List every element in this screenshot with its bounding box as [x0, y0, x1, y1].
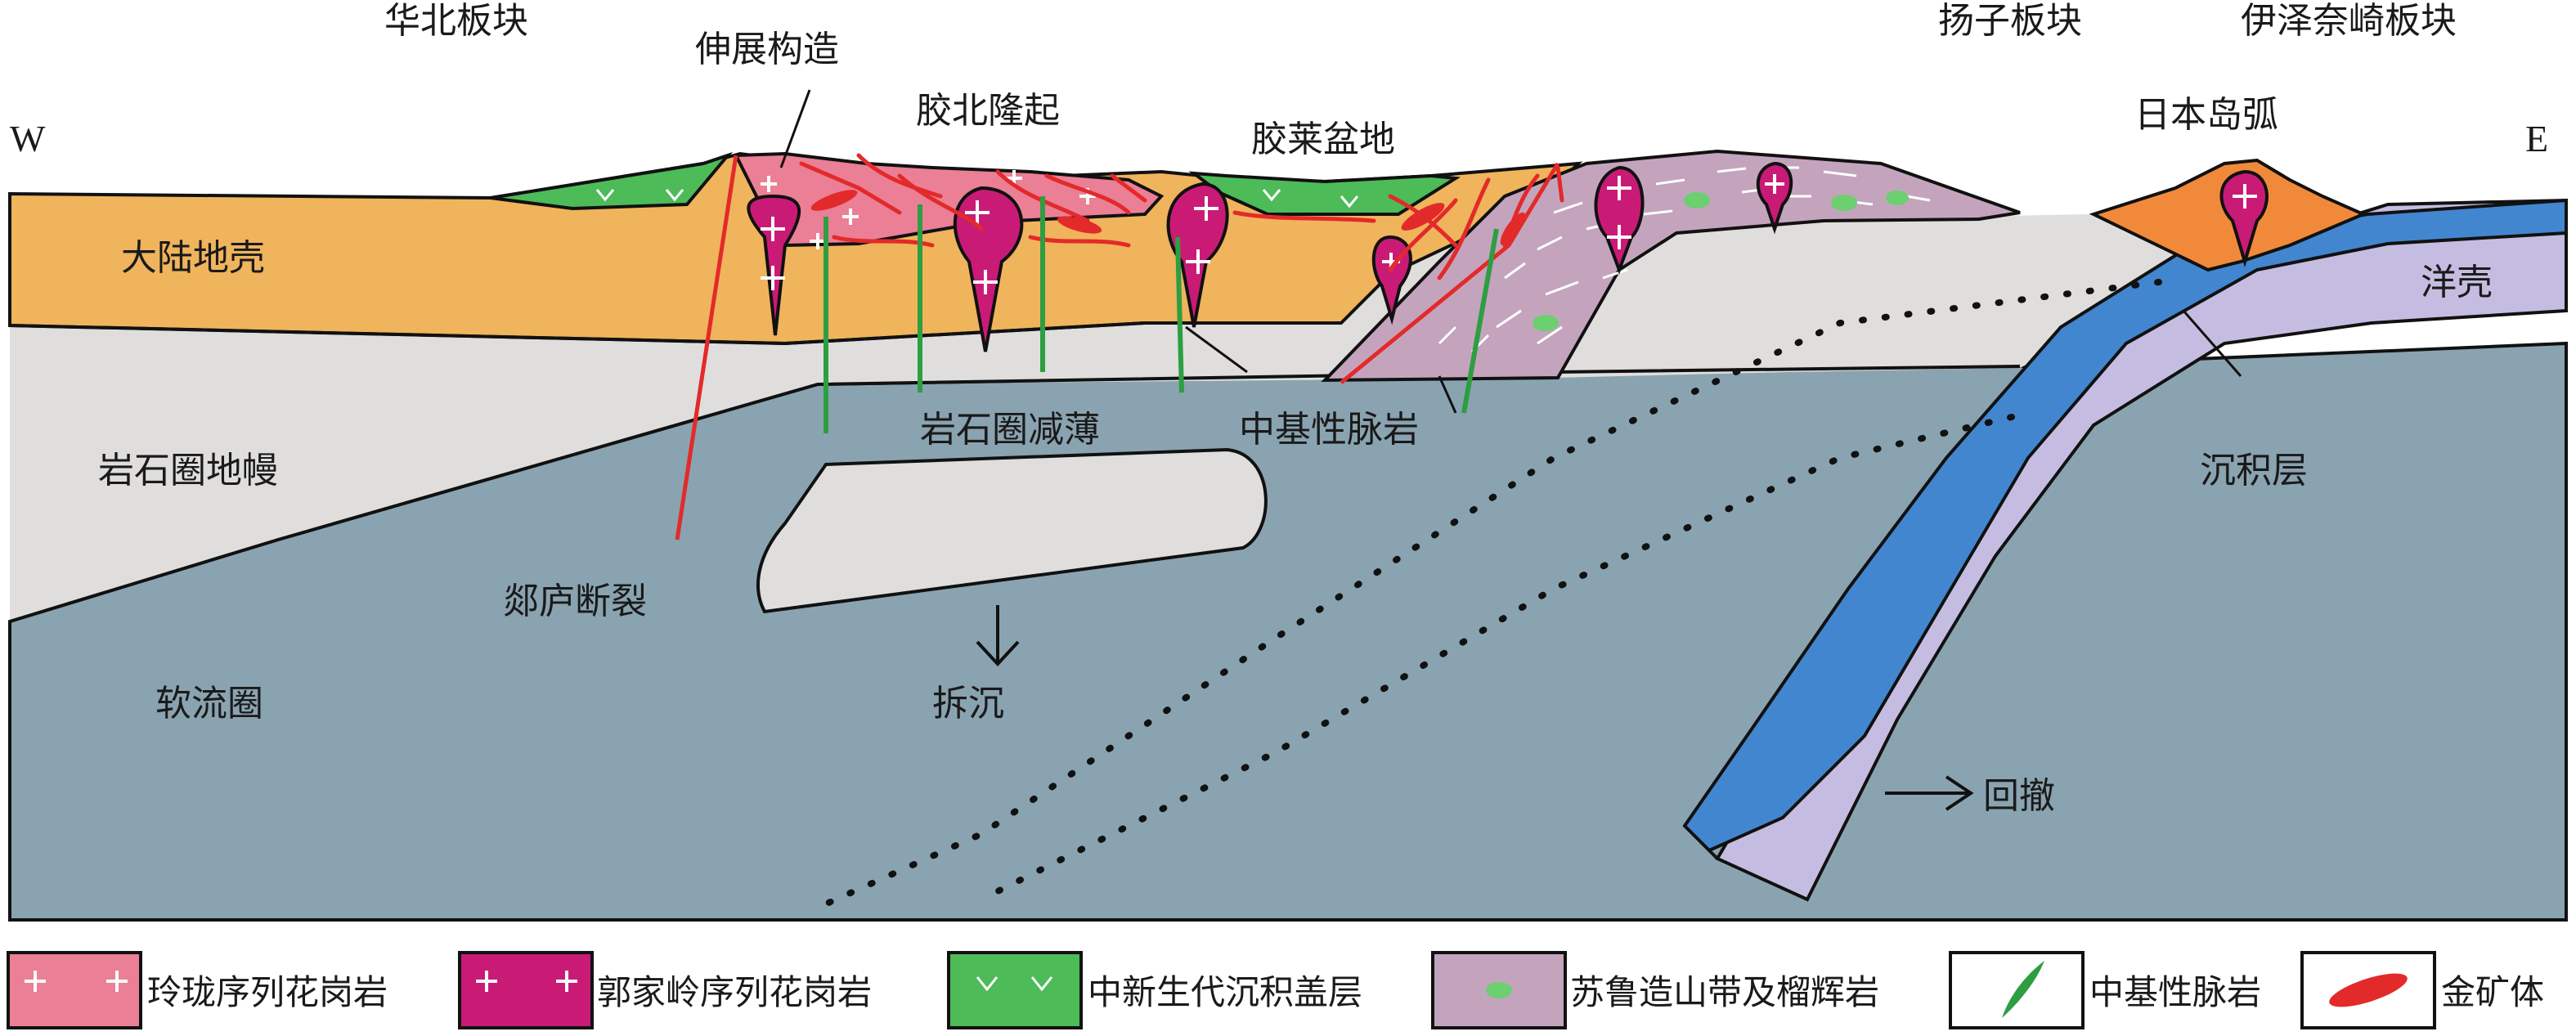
label-jiaolai-basin: 胶莱盆地 — [1251, 119, 1395, 160]
label-jiaobei-uplift: 胶北隆起 — [916, 90, 1060, 132]
legend-label-linglong: 玲珑序列花岗岩 — [147, 972, 388, 1012]
legend-item-cenozoic: 中新生代沉积盖层 — [947, 951, 1362, 1029]
label-west: W — [10, 118, 46, 159]
delamination-arrow — [976, 605, 1020, 666]
leader-lines — [779, 89, 2242, 414]
intermediate-basic-dikes — [824, 196, 1499, 433]
cenozoic-cover-west — [490, 151, 734, 211]
cenozoic-v-marks — [595, 189, 1359, 209]
label-japan-arc: 日本岛弧 — [2134, 94, 2278, 136]
label-east: E — [2525, 118, 2548, 159]
eclogite-lens — [1831, 195, 1857, 211]
subduction-traces — [815, 279, 2162, 911]
label-extension-structure: 伸展构造 — [695, 29, 839, 70]
gold-ore-bodies — [810, 190, 1526, 246]
lithosphere-base-line — [9, 365, 2021, 623]
legend: 玲珑序列花岗岩 郭家岭序列花岗岩 中新生代沉积盖层 苏鲁造山带及榴辉岩 中基性脉… — [7, 951, 2544, 1029]
rollback-arrow — [1885, 775, 1974, 811]
eclogite-lens — [1684, 192, 1710, 209]
lithospheric-mantle-fill — [10, 214, 2208, 621]
eastern-boundary-fault — [1340, 162, 1560, 384]
ocean-crust-blue — [1682, 198, 2568, 860]
label-lithospheric-mantle: 岩石圈地幔 — [98, 450, 278, 491]
crust-base-line — [9, 321, 1341, 346]
label-continental-crust: 大陆地壳 — [121, 237, 265, 279]
legend-item-linglong: 玲珑序列花岗岩 — [7, 951, 388, 1029]
label-tanlu-fault: 郯庐断裂 — [503, 581, 647, 622]
tanlu-fault — [675, 155, 738, 540]
eclogite-lens — [1533, 315, 1559, 331]
legend-item-guojialing: 郭家岭序列花岗岩 — [458, 951, 872, 1029]
delaminated-block — [756, 447, 1268, 614]
label-asthenosphere: 软流圈 — [155, 683, 263, 724]
label-intermediate-basic-dike: 中基性脉岩 — [1239, 409, 1419, 451]
label-huabei-plate: 华北板块 — [384, 0, 528, 42]
legend-label-cenozoic: 中新生代沉积盖层 — [1088, 972, 1362, 1012]
label-izanagi-plate: 伊泽奈崎板块 — [2241, 0, 2457, 42]
legend-label-sulu: 苏鲁造山带及榴辉岩 — [1570, 972, 1879, 1012]
label-delamination: 拆沉 — [932, 683, 1004, 724]
label-yangtze-plate: 扬子板块 — [1938, 0, 2082, 42]
legend-label-gold: 金矿体 — [2441, 972, 2544, 1012]
legend-label-dike: 中基性脉岩 — [2089, 972, 2261, 1012]
label-lithosphere-thinning: 岩石圈减薄 — [920, 409, 1100, 451]
legend-label-guojialing: 郭家岭序列花岗岩 — [597, 972, 872, 1012]
eclogite-lens — [1886, 191, 1909, 205]
cenozoic-cover-basin — [1188, 171, 1461, 216]
label-sediment-layer: 沉积层 — [2200, 450, 2308, 491]
label-rollback: 回撤 — [1983, 775, 2055, 817]
label-ocean-crust: 洋壳 — [2421, 262, 2493, 303]
legend-item-dike: 中基性脉岩 — [1949, 951, 2261, 1029]
legend-item-gold: 金矿体 — [2300, 951, 2544, 1029]
legend-item-sulu: 苏鲁造山带及榴辉岩 — [1431, 951, 1879, 1029]
